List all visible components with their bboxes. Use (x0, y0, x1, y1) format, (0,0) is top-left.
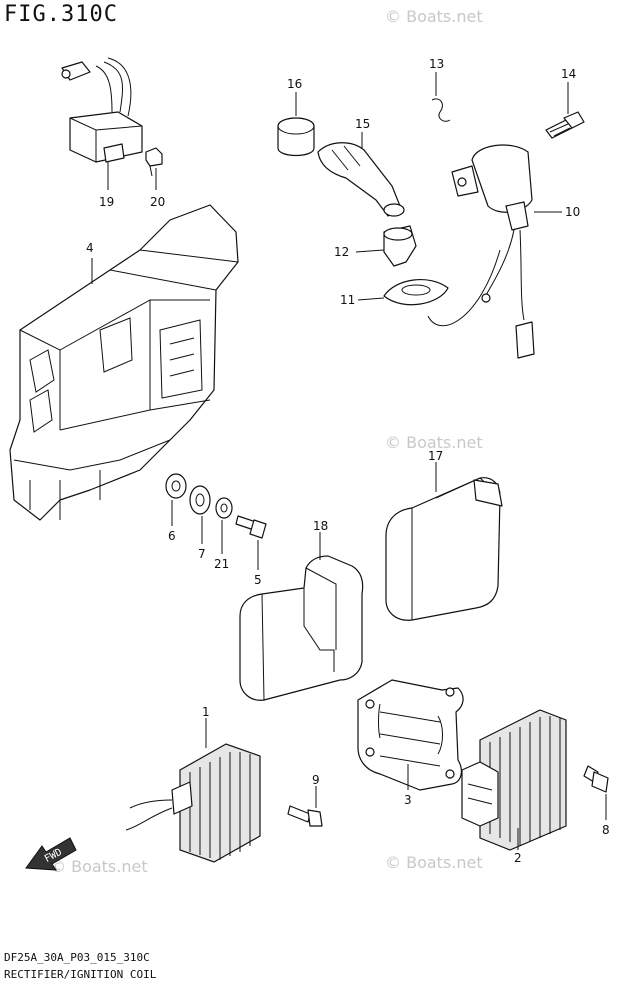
callout-16: 16 (287, 77, 302, 91)
callout-5: 5 (254, 573, 262, 587)
diagram-code: DF25A_30A_P03_015_310C (4, 951, 150, 964)
callout-6: 6 (168, 529, 176, 543)
part-20-bolt (145, 147, 163, 177)
part-1-rectifier (125, 743, 261, 863)
part-9-bolt (287, 805, 323, 827)
part-7-cushion (189, 485, 211, 515)
diagram-title: RECTIFIER/IGNITION COIL (4, 968, 157, 981)
part-11-seal (383, 279, 449, 306)
part-5-bolt (235, 515, 267, 539)
callout-14: 14 (561, 67, 576, 81)
callout-11: 11 (340, 293, 355, 307)
part-21-washer (215, 497, 233, 519)
part-4-bracket (9, 204, 239, 521)
part-8-bolt (583, 765, 609, 793)
part-6-collar (165, 473, 187, 499)
callout-4: 4 (86, 241, 94, 255)
callout-19: 19 (99, 195, 114, 209)
watermark-bottom-left: © Boats.net (50, 857, 148, 876)
part-12-grommet (383, 225, 417, 267)
fwd-arrow-icon: FWD (25, 837, 77, 871)
part-18-cover (239, 555, 364, 701)
watermark-top: © Boats.net (385, 7, 483, 26)
part-13-clip (431, 98, 451, 122)
part-15-plug-boot (317, 142, 405, 217)
callout-1: 1 (202, 705, 210, 719)
callout-21: 21 (214, 557, 229, 571)
part-10-ignition-coil (427, 144, 535, 359)
callout-10: 10 (565, 205, 580, 219)
part-17-cdi-unit (385, 477, 503, 621)
callout-2: 2 (514, 851, 522, 865)
part-19-relay (61, 57, 143, 163)
part-3-plate (357, 679, 464, 791)
callout-18: 18 (313, 519, 328, 533)
callout-15: 15 (355, 117, 370, 131)
watermark-middle: © Boats.net (385, 433, 483, 452)
part-14-bolt (545, 111, 585, 139)
callout-8: 8 (602, 823, 610, 837)
callout-3: 3 (404, 793, 412, 807)
callout-9: 9 (312, 773, 320, 787)
callout-17: 17 (428, 449, 443, 463)
callout-13: 13 (429, 57, 444, 71)
callout-12: 12 (334, 245, 349, 259)
part-2-regulator-rectifier (461, 709, 567, 851)
callout-20: 20 (150, 195, 165, 209)
watermark-bottom-right: © Boats.net (385, 853, 483, 872)
figure-title: FIG.310C (4, 2, 118, 27)
callout-7: 7 (198, 547, 206, 561)
part-16-cap (277, 117, 315, 157)
